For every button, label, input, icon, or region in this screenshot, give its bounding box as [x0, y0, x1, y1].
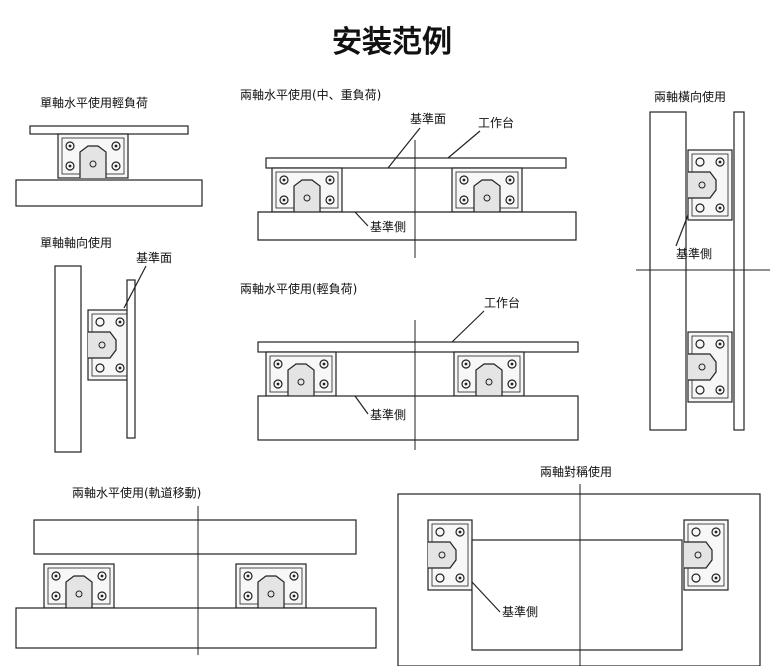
callout-worktable: 工作台	[478, 115, 514, 130]
diagram-dual-horizontal-mid-heavy: 兩軸水平使用(中、重負荷) 基準面 工作台 基準側	[240, 87, 577, 258]
diagram-dual-symmetric: 兩軸對稱使用 基準側	[397, 464, 761, 666]
callout-reference-surface-axial: 基準面	[136, 250, 172, 265]
label-single-horizontal-light: 單軸水平使用輕負荷	[40, 95, 148, 110]
diagram-dual-horizontal-rail-move: 兩軸水平使用(軌道移動)	[15, 485, 377, 655]
diagram-dual-horizontal-light: 兩軸水平使用(輕負荷) 工作台 基準側	[240, 281, 579, 450]
callout-reference-side-symmetric: 基準側	[502, 604, 538, 619]
diagram-single-axial: 單軸軸向使用 基準面	[40, 235, 172, 453]
page-title: 安装范例	[332, 25, 452, 60]
callout-reference-surface: 基準面	[410, 111, 446, 126]
diagram-single-horizontal-light: 單軸水平使用輕負荷	[15, 95, 203, 207]
label-single-axial: 單軸軸向使用	[40, 235, 112, 250]
label-dual-horizontal-mid-heavy: 兩軸水平使用(中、重負荷)	[240, 87, 381, 102]
label-dual-horizontal-rail-move: 兩軸水平使用(軌道移動)	[72, 485, 201, 500]
callout-reference-side-lateral: 基準側	[676, 246, 712, 261]
label-dual-lateral: 兩軸橫向使用	[654, 89, 726, 104]
label-dual-symmetric: 兩軸對稱使用	[540, 464, 612, 479]
callout-reference-side: 基準側	[370, 219, 406, 234]
label-dual-horizontal-light: 兩軸水平使用(輕負荷)	[240, 281, 357, 296]
callout-worktable-light: 工作台	[484, 295, 520, 310]
callout-reference-side-light: 基準側	[370, 407, 406, 422]
diagram-dual-lateral: 兩軸橫向使用 基準側	[636, 89, 770, 431]
